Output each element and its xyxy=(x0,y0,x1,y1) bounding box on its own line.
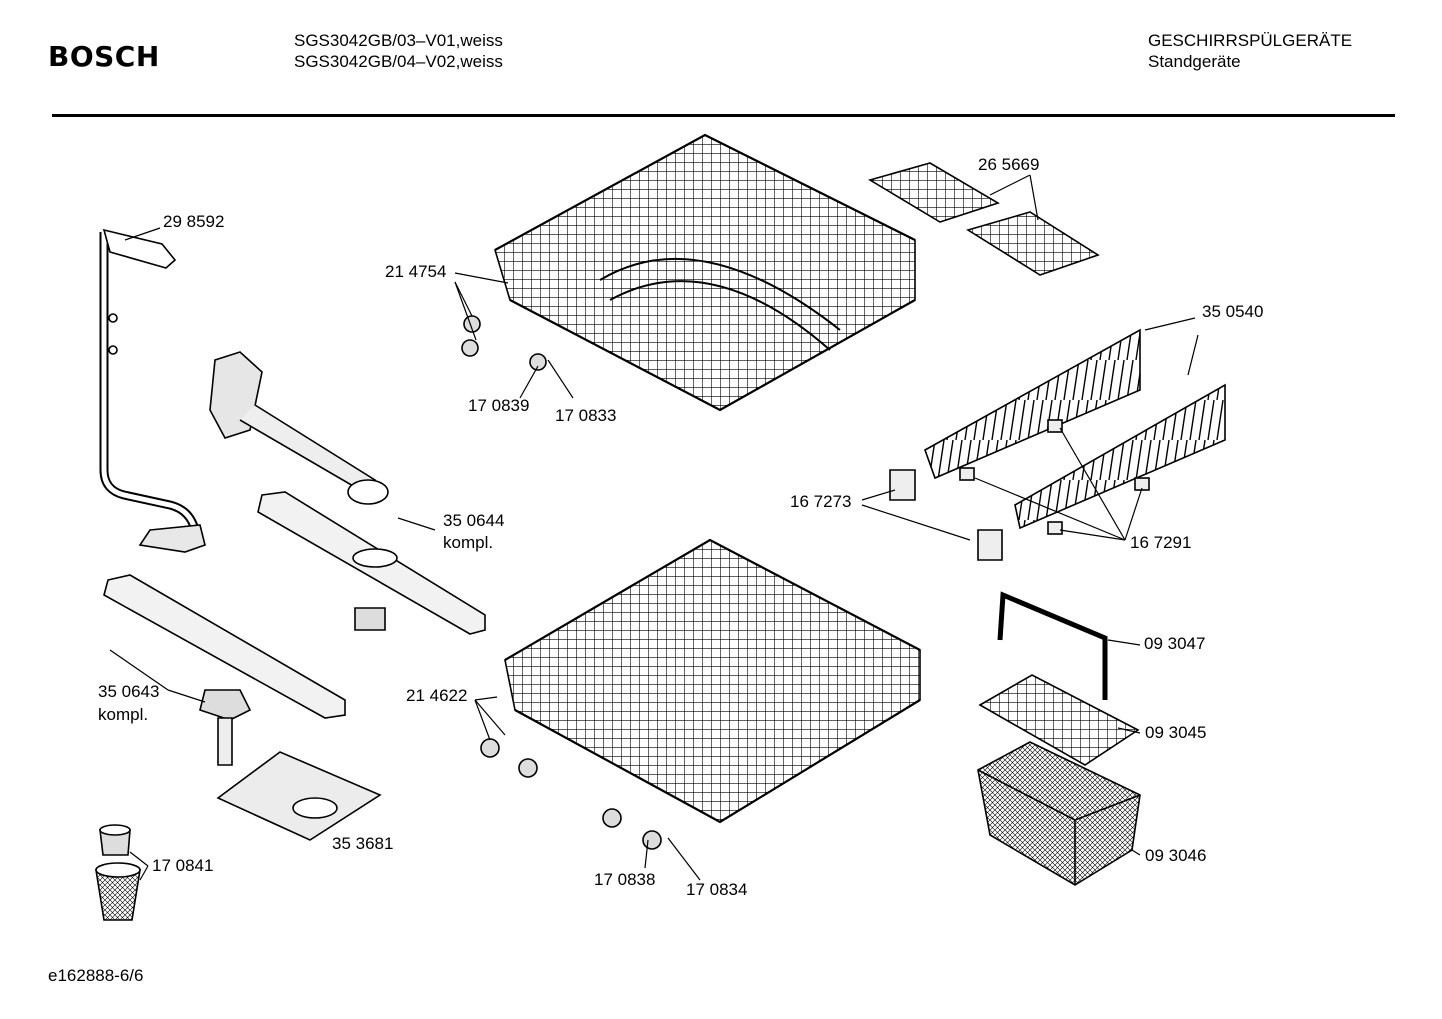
cutlery-basket-handle xyxy=(997,591,1108,700)
header-rule xyxy=(52,114,1395,117)
part-label-350644: 35 0644 xyxy=(443,511,505,530)
part-label-170839: 17 0839 xyxy=(468,396,530,415)
rack-clips xyxy=(889,419,1150,561)
model-line-1: SGS3042GB/03–V01,weiss xyxy=(294,31,503,50)
lower-basket xyxy=(504,538,921,824)
plate-racks xyxy=(924,328,1226,530)
upper-supply-pipe xyxy=(99,228,206,553)
document-id: e162888-6/6 xyxy=(48,966,144,985)
part-label-170838: 17 0838 xyxy=(594,870,656,889)
model-line-2: SGS3042GB/04–V02,weiss xyxy=(294,52,503,71)
cutlery-basket-lid xyxy=(978,674,1140,766)
category-title: GESCHIRRSPÜLGERÄTE xyxy=(1148,31,1353,50)
part-label-350643: 35 0643 xyxy=(98,682,160,701)
part-label-170834: 17 0834 xyxy=(686,880,748,899)
cutlery-basket xyxy=(977,741,1141,886)
upper-basket xyxy=(494,133,916,412)
upper-arm-connector xyxy=(209,351,389,505)
part-label-350643-note: kompl. xyxy=(98,705,149,724)
part-label-170833: 17 0833 xyxy=(555,406,617,425)
filter-set xyxy=(95,824,141,921)
part-label-350644-note: kompl. xyxy=(443,533,494,552)
sump-cover-plate xyxy=(216,751,382,841)
lower-spray-arm xyxy=(103,574,346,766)
part-label-167273: 16 7273 xyxy=(790,492,852,511)
brand-logo: BOSCH xyxy=(48,40,160,73)
part-label-214754: 21 4754 xyxy=(385,262,447,281)
upper-spray-arm xyxy=(257,491,486,635)
part-label-167291: 16 7291 xyxy=(1130,533,1192,552)
part-label-170841: 17 0841 xyxy=(152,856,214,875)
part-label-214622: 21 4622 xyxy=(406,686,468,705)
part-label-265669: 26 5669 xyxy=(978,155,1040,174)
upper-basket-wheels xyxy=(461,315,547,371)
leader-lines xyxy=(109,174,1199,881)
cup-shelves xyxy=(868,162,1100,276)
part-label-298592: 29 8592 xyxy=(163,212,225,231)
part-label-093045: 09 3045 xyxy=(1145,723,1207,742)
part-label-353681: 35 3681 xyxy=(332,834,394,853)
subcategory-title: Standgeräte xyxy=(1148,52,1241,71)
part-label-350540: 35 0540 xyxy=(1202,302,1264,321)
part-label-093047: 09 3047 xyxy=(1144,634,1206,653)
part-label-093046: 09 3046 xyxy=(1145,846,1207,865)
